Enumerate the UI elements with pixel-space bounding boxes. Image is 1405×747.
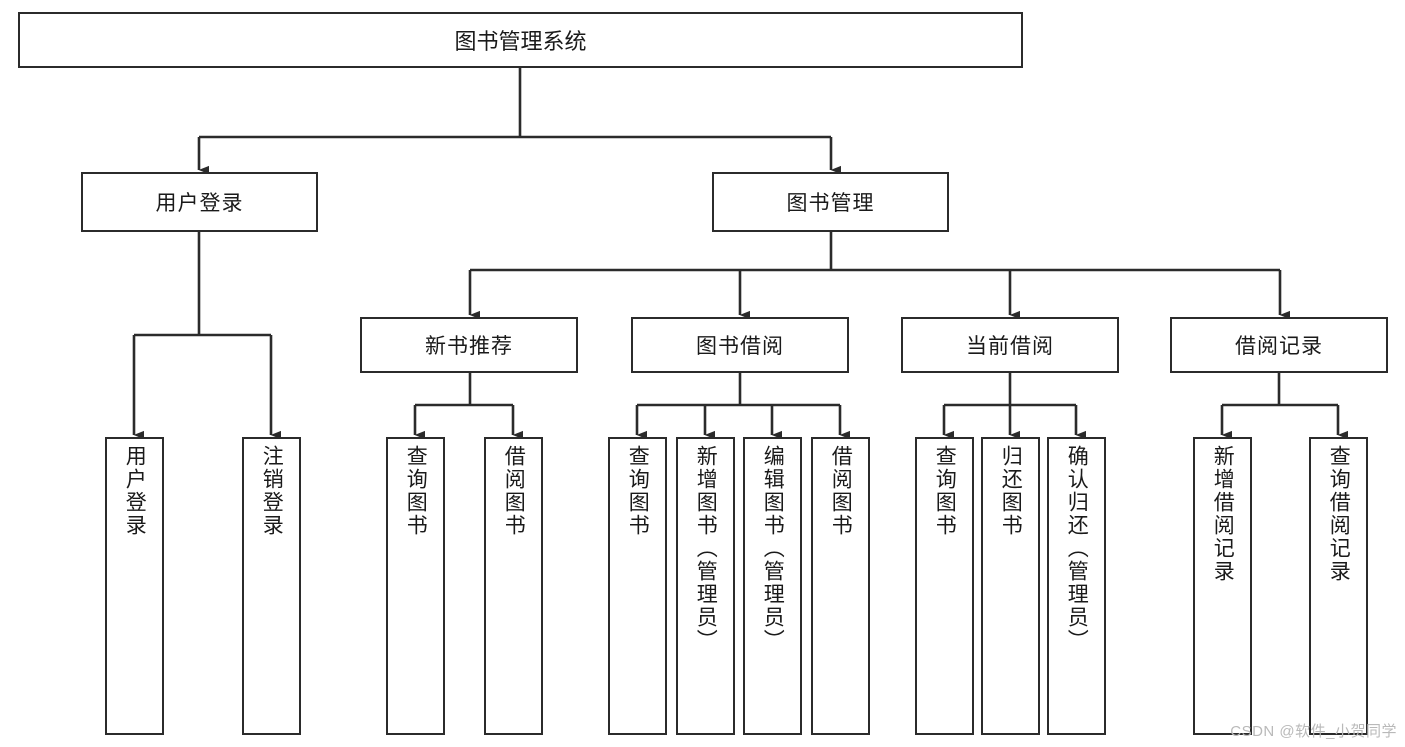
csdn-watermark: CSDN @软件_小贺同学 xyxy=(1230,723,1397,740)
leaf-book-borrow-add[interactable]: 新增图书（管理员） xyxy=(676,437,735,735)
node-label: 新书推荐 xyxy=(425,335,513,358)
leaf-user-login-logout[interactable]: 注销登录 xyxy=(242,437,301,735)
leaf-user-login-login[interactable]: 用户登录 xyxy=(105,437,164,735)
node-book-borrow[interactable]: 图书借阅 xyxy=(631,317,849,373)
node-label: 用户登录 xyxy=(155,192,244,215)
node-label: 查询图书 xyxy=(626,445,650,537)
node-label: 图书借阅 xyxy=(696,335,784,358)
node-label: 图书管理系统 xyxy=(454,29,587,54)
node-current-borrow[interactable]: 当前借阅 xyxy=(901,317,1119,373)
node-label: 当前借阅 xyxy=(966,335,1054,358)
leaf-current-borrow-query[interactable]: 查询图书 xyxy=(915,437,974,735)
node-label: 借阅记录 xyxy=(1235,335,1323,358)
node-label: 归还图书 xyxy=(999,445,1023,537)
node-book-management[interactable]: 图书管理 xyxy=(712,172,949,232)
node-label: 查询图书 xyxy=(933,445,957,537)
node-label: 借阅图书 xyxy=(502,445,526,537)
node-new-book-recommend[interactable]: 新书推荐 xyxy=(360,317,578,373)
leaf-book-borrow-edit[interactable]: 编辑图书（管理员） xyxy=(743,437,802,735)
leaf-current-borrow-return[interactable]: 归还图书 xyxy=(981,437,1040,735)
node-label: 查询图书 xyxy=(404,445,428,537)
node-label: 用户登录 xyxy=(123,445,147,537)
node-label: 编辑图书（管理员） xyxy=(761,445,785,652)
leaf-current-borrow-confirm-return[interactable]: 确认归还（管理员） xyxy=(1047,437,1106,735)
leaf-new-book-borrow[interactable]: 借阅图书 xyxy=(484,437,543,735)
node-user-login[interactable]: 用户登录 xyxy=(81,172,318,232)
node-borrow-record[interactable]: 借阅记录 xyxy=(1170,317,1388,373)
leaf-borrow-record-add[interactable]: 新增借阅记录 xyxy=(1193,437,1252,735)
leaf-book-borrow-query[interactable]: 查询图书 xyxy=(608,437,667,735)
leaf-book-borrow-borrow[interactable]: 借阅图书 xyxy=(811,437,870,735)
node-label: 查询借阅记录 xyxy=(1327,445,1351,583)
node-label: 新增图书（管理员） xyxy=(694,445,718,652)
node-label: 借阅图书 xyxy=(829,445,853,537)
leaf-new-book-query[interactable]: 查询图书 xyxy=(386,437,445,735)
node-label: 注销登录 xyxy=(260,445,284,537)
node-label: 确认归还（管理员） xyxy=(1065,445,1089,652)
leaf-borrow-record-query[interactable]: 查询借阅记录 xyxy=(1309,437,1368,735)
node-root-system[interactable]: 图书管理系统 xyxy=(18,12,1023,68)
node-label: 新增借阅记录 xyxy=(1211,445,1235,583)
node-label: 图书管理 xyxy=(786,192,875,215)
